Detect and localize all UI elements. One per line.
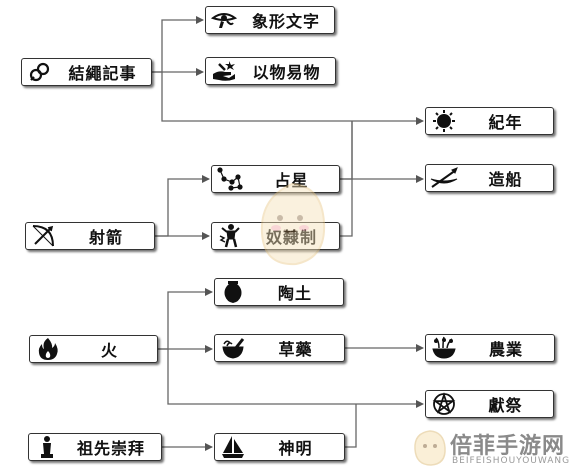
node-label: 陶土 xyxy=(277,284,312,303)
edge-archery-to-astrology xyxy=(155,175,210,237)
statue-icon xyxy=(33,435,61,459)
node-label: 占星 xyxy=(274,171,309,190)
watermark-mascot xyxy=(252,178,332,270)
edge-knot-to-pictograms xyxy=(152,16,204,73)
canoe-icon xyxy=(430,166,458,190)
watermark-domain-text: BEIFEISHOUYOUWANG xyxy=(452,456,571,466)
node-label: 祖先崇拜 xyxy=(76,439,145,458)
watermark-logo-icon xyxy=(414,430,446,466)
node-label: 草藥 xyxy=(278,340,313,359)
constellation-icon xyxy=(216,167,244,191)
node-pictograms[interactable]: 象形文字 xyxy=(205,6,335,34)
node-label: 火 xyxy=(100,341,118,360)
edge-knot-to-calendar xyxy=(161,72,424,125)
node-knot-records[interactable]: 結繩記事 xyxy=(21,58,152,86)
node-farming[interactable]: 農業 xyxy=(425,334,555,362)
node-deity[interactable]: 神明 xyxy=(214,433,345,461)
node-label: 紀年 xyxy=(488,113,523,132)
edge-slavery-to-calendar xyxy=(340,121,353,237)
pentagram-icon xyxy=(430,392,458,416)
chained-figure-icon xyxy=(216,224,244,248)
sail-icon xyxy=(219,435,247,459)
node-slavery[interactable]: 奴隸制 xyxy=(211,222,340,250)
barter-hand-icon xyxy=(210,59,238,83)
node-label: 農業 xyxy=(488,340,523,359)
node-herbs[interactable]: 草藥 xyxy=(214,334,345,362)
node-fire[interactable]: 火 xyxy=(29,335,158,363)
edge-fire-to-pottery xyxy=(158,288,213,350)
node-label: 獻祭 xyxy=(488,396,523,415)
node-label: 以物易物 xyxy=(252,63,321,82)
eye-glyph-icon xyxy=(210,8,238,32)
bow-arrow-icon xyxy=(30,224,58,248)
node-calendar[interactable]: 紀年 xyxy=(425,107,554,135)
node-label: 神明 xyxy=(278,439,313,458)
vase-icon xyxy=(219,280,247,304)
flame-icon xyxy=(34,337,62,361)
sun-icon xyxy=(430,109,458,133)
grain-bowl-icon xyxy=(430,336,458,360)
knot-icon xyxy=(26,60,54,84)
node-label: 象形文字 xyxy=(251,12,320,31)
node-astrology[interactable]: 占星 xyxy=(211,165,340,193)
node-label: 射箭 xyxy=(88,228,123,247)
edge-deity-to-sacrifice xyxy=(345,404,357,448)
node-label: 造船 xyxy=(488,170,523,189)
mortar-icon xyxy=(219,336,247,360)
node-sacrifice[interactable]: 獻祭 xyxy=(425,390,554,418)
node-label: 結繩記事 xyxy=(68,64,137,83)
node-ancestor-worship[interactable]: 祖先崇拜 xyxy=(28,433,162,461)
watermark-brand-text: 倍菲手游网 xyxy=(450,434,566,459)
node-pottery[interactable]: 陶土 xyxy=(214,278,344,306)
edge-fire-to-sacrifice xyxy=(167,349,424,408)
node-archery[interactable]: 射箭 xyxy=(25,222,155,250)
node-barter[interactable]: 以物易物 xyxy=(205,57,336,85)
node-shipbuilding[interactable]: 造船 xyxy=(425,164,554,192)
watermark-brand: 倍菲手游网 BEIFEISHOUYOUWANG xyxy=(410,426,580,471)
edge-astrology-to-calendar xyxy=(340,121,353,180)
node-label: 奴隸制 xyxy=(244,224,339,248)
